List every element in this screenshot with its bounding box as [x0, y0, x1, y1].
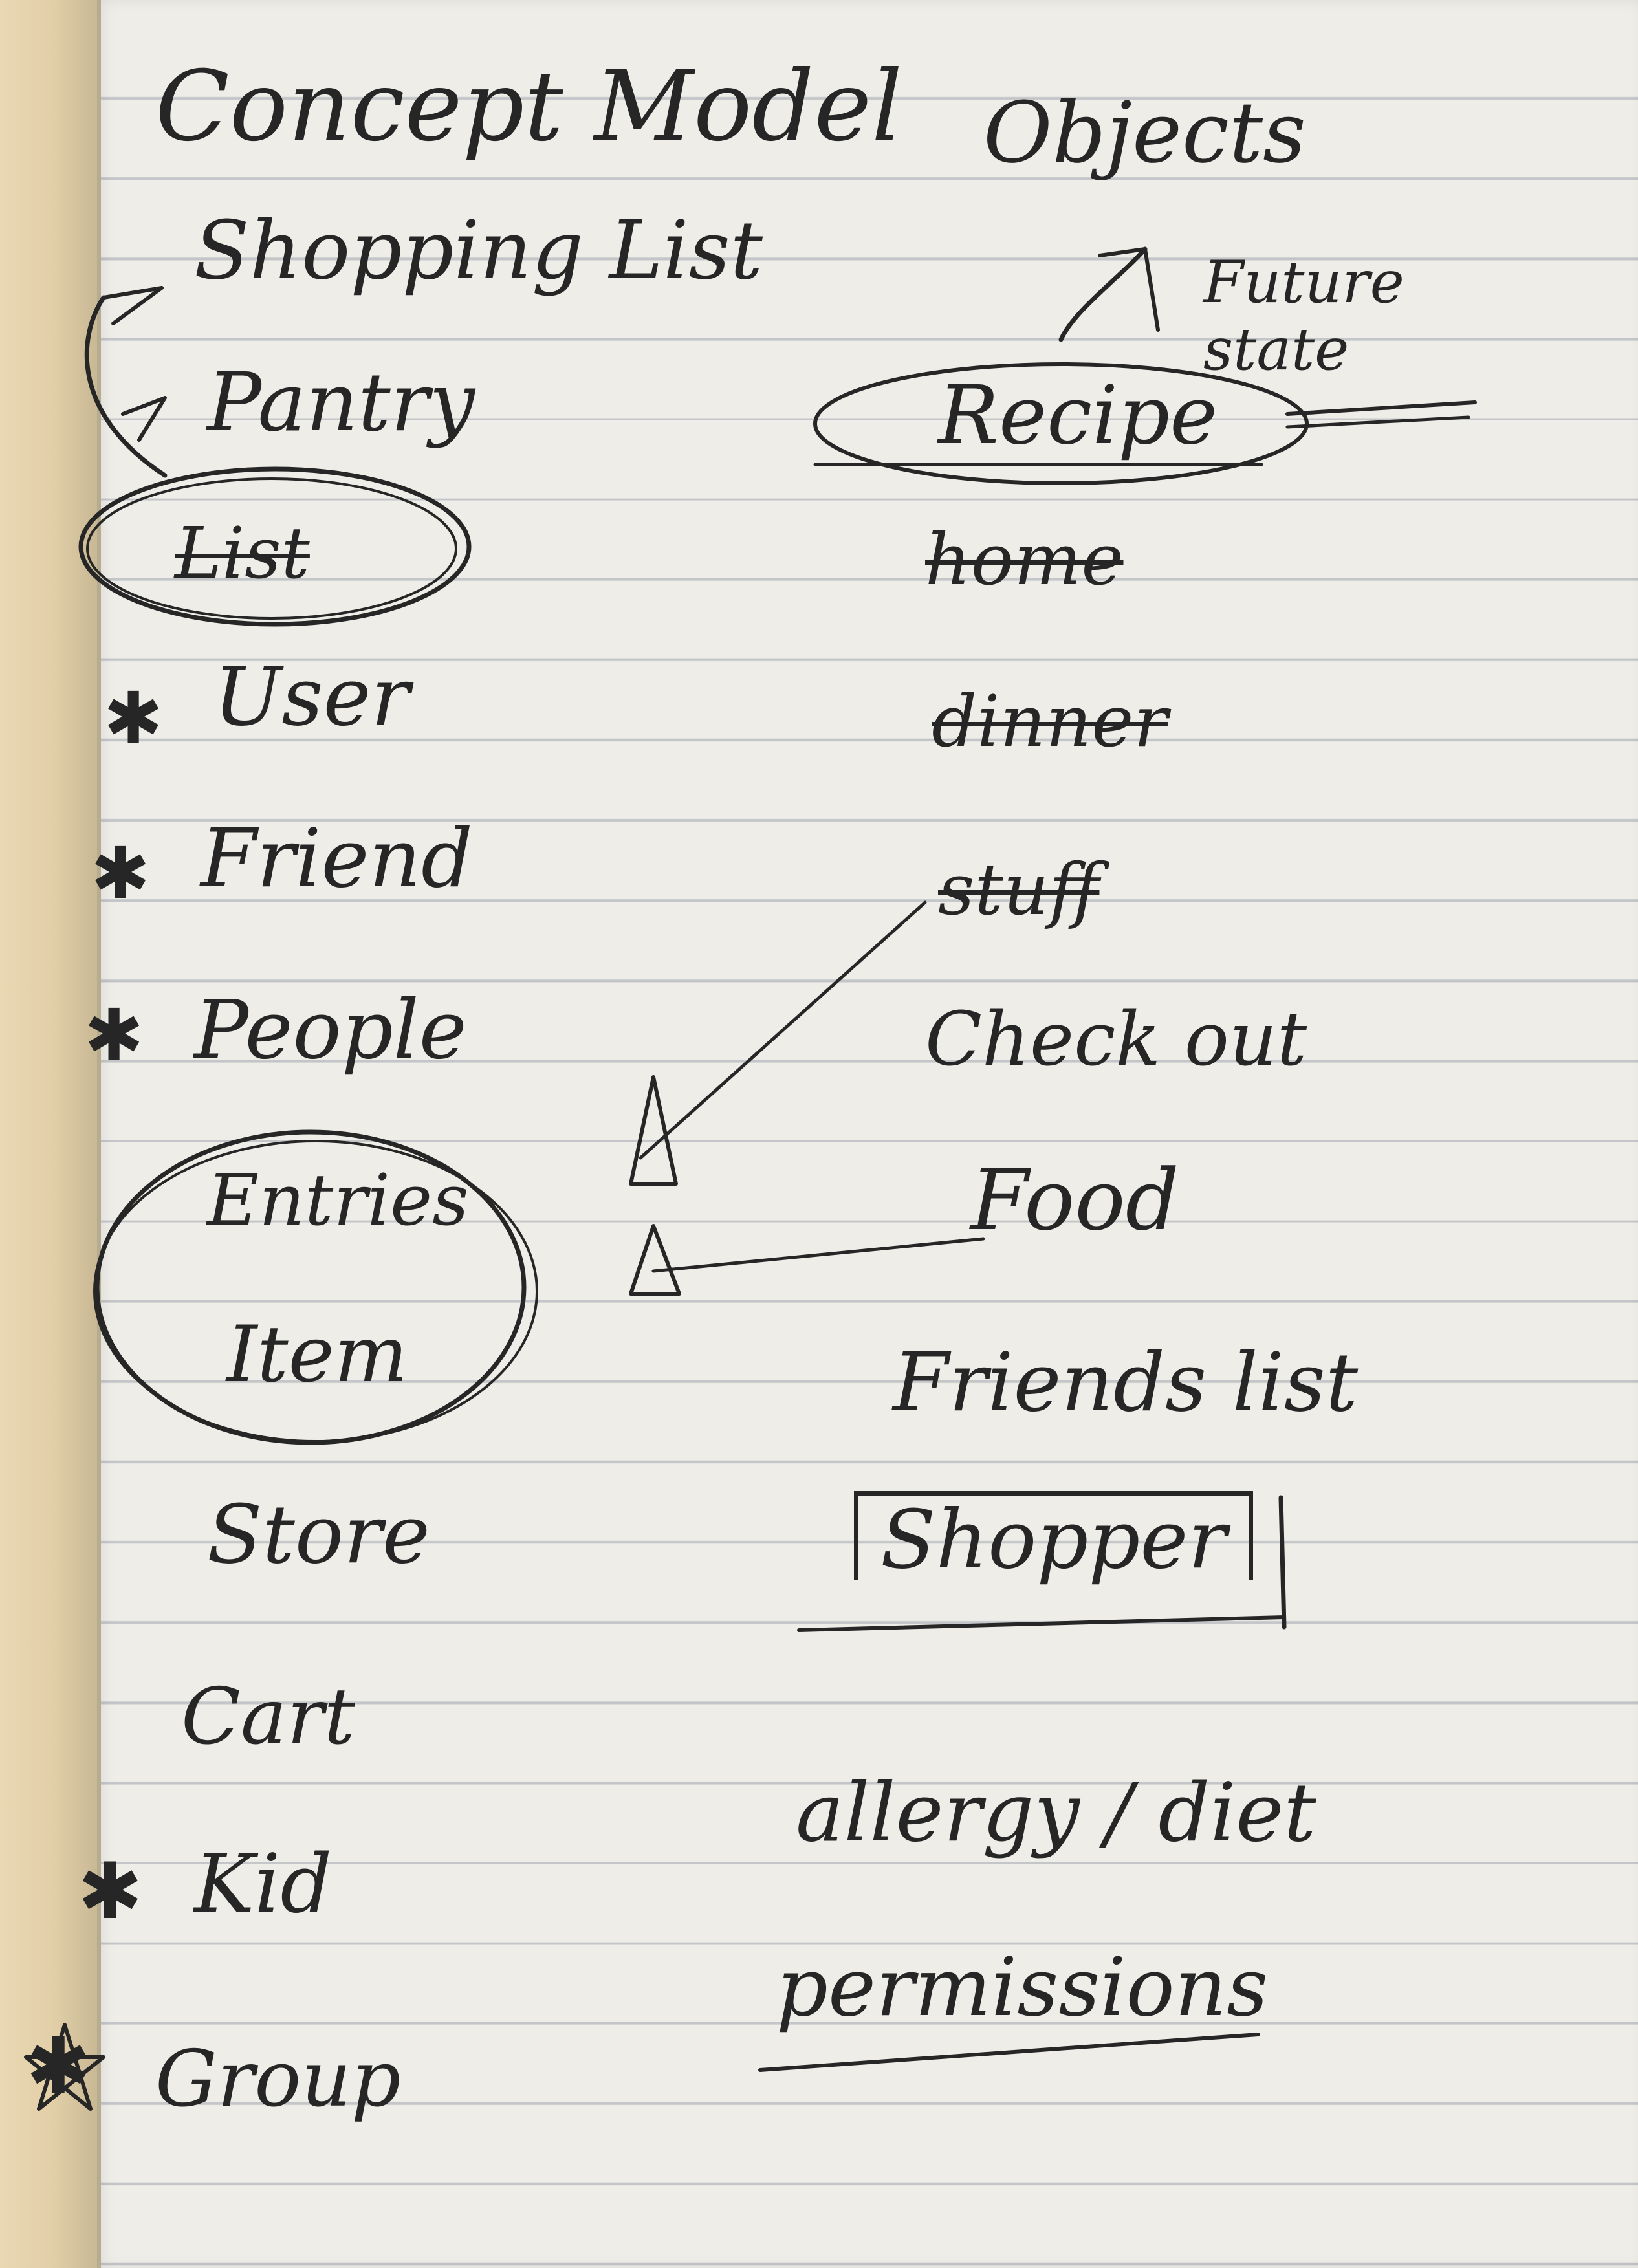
item-entries: Entries	[207, 1159, 469, 1241]
item-food: Food	[970, 1151, 1179, 1249]
item-kid: Kid	[194, 1837, 333, 1931]
circle-list-outer	[86, 477, 457, 620]
star-icon: ✱	[78, 1847, 143, 1937]
shopper-box-right	[1278, 1495, 1287, 1630]
star-icon: ✱	[91, 832, 151, 915]
item-user: User	[213, 650, 410, 744]
item-group: Group	[155, 2034, 401, 2124]
note-future-state: Future state	[1203, 248, 1404, 384]
item-people: People	[194, 983, 467, 1077]
arrow-icon	[639, 900, 927, 1160]
permissions-underline	[758, 2033, 1260, 2072]
item-check-out: Check out	[925, 996, 1307, 1083]
shopper-underline	[797, 1615, 1286, 1632]
item-home-struck: home	[925, 518, 1124, 601]
item-friend: Friend	[201, 812, 473, 906]
delta-icon	[629, 1075, 678, 1186]
recipe-tail	[1285, 400, 1477, 416]
circle-entries-item-outer	[93, 1140, 538, 1443]
item-friends-list: Friends list	[893, 1336, 1359, 1430]
arrow-icon	[651, 1237, 985, 1273]
item-cart: Cart	[181, 1672, 355, 1762]
item-list-struck: List	[175, 512, 310, 594]
item-store: Store	[207, 1488, 430, 1582]
heading-left: Concept Model	[155, 50, 903, 163]
arrow-icon	[102, 286, 164, 325]
item-shopper: Shopper	[854, 1491, 1254, 1580]
circle-recipe	[813, 362, 1309, 485]
recipe-tail	[1285, 415, 1470, 429]
item-item: Item	[226, 1310, 408, 1400]
item-allergy-diet: allergy / diet	[796, 1766, 1316, 1860]
star-icon: ✱	[84, 994, 144, 1076]
arrow-icon	[1098, 247, 1160, 332]
circle-list	[78, 466, 472, 627]
heading-right: Objects	[983, 83, 1306, 182]
item-permissions: permissions	[776, 1941, 1269, 2034]
item-shopping-list: Shopping List	[194, 204, 763, 298]
page-edge	[97, 0, 101, 2268]
delta-icon	[629, 1224, 681, 1296]
circle-entries-item	[94, 1129, 527, 1445]
arrow-icon	[1058, 246, 1148, 342]
notebook-binding	[0, 0, 97, 2268]
star-icon: ✱	[104, 677, 164, 759]
star-icon	[24, 2023, 105, 2111]
item-dinner-struck: dinner	[932, 680, 1168, 763]
item-pantry: Pantry	[207, 356, 475, 450]
item-stuff-struck: stuff	[938, 848, 1100, 931]
arrow-icon	[121, 396, 167, 442]
item-recipe: Recipe	[938, 369, 1218, 463]
arrow-icon	[84, 295, 168, 478]
